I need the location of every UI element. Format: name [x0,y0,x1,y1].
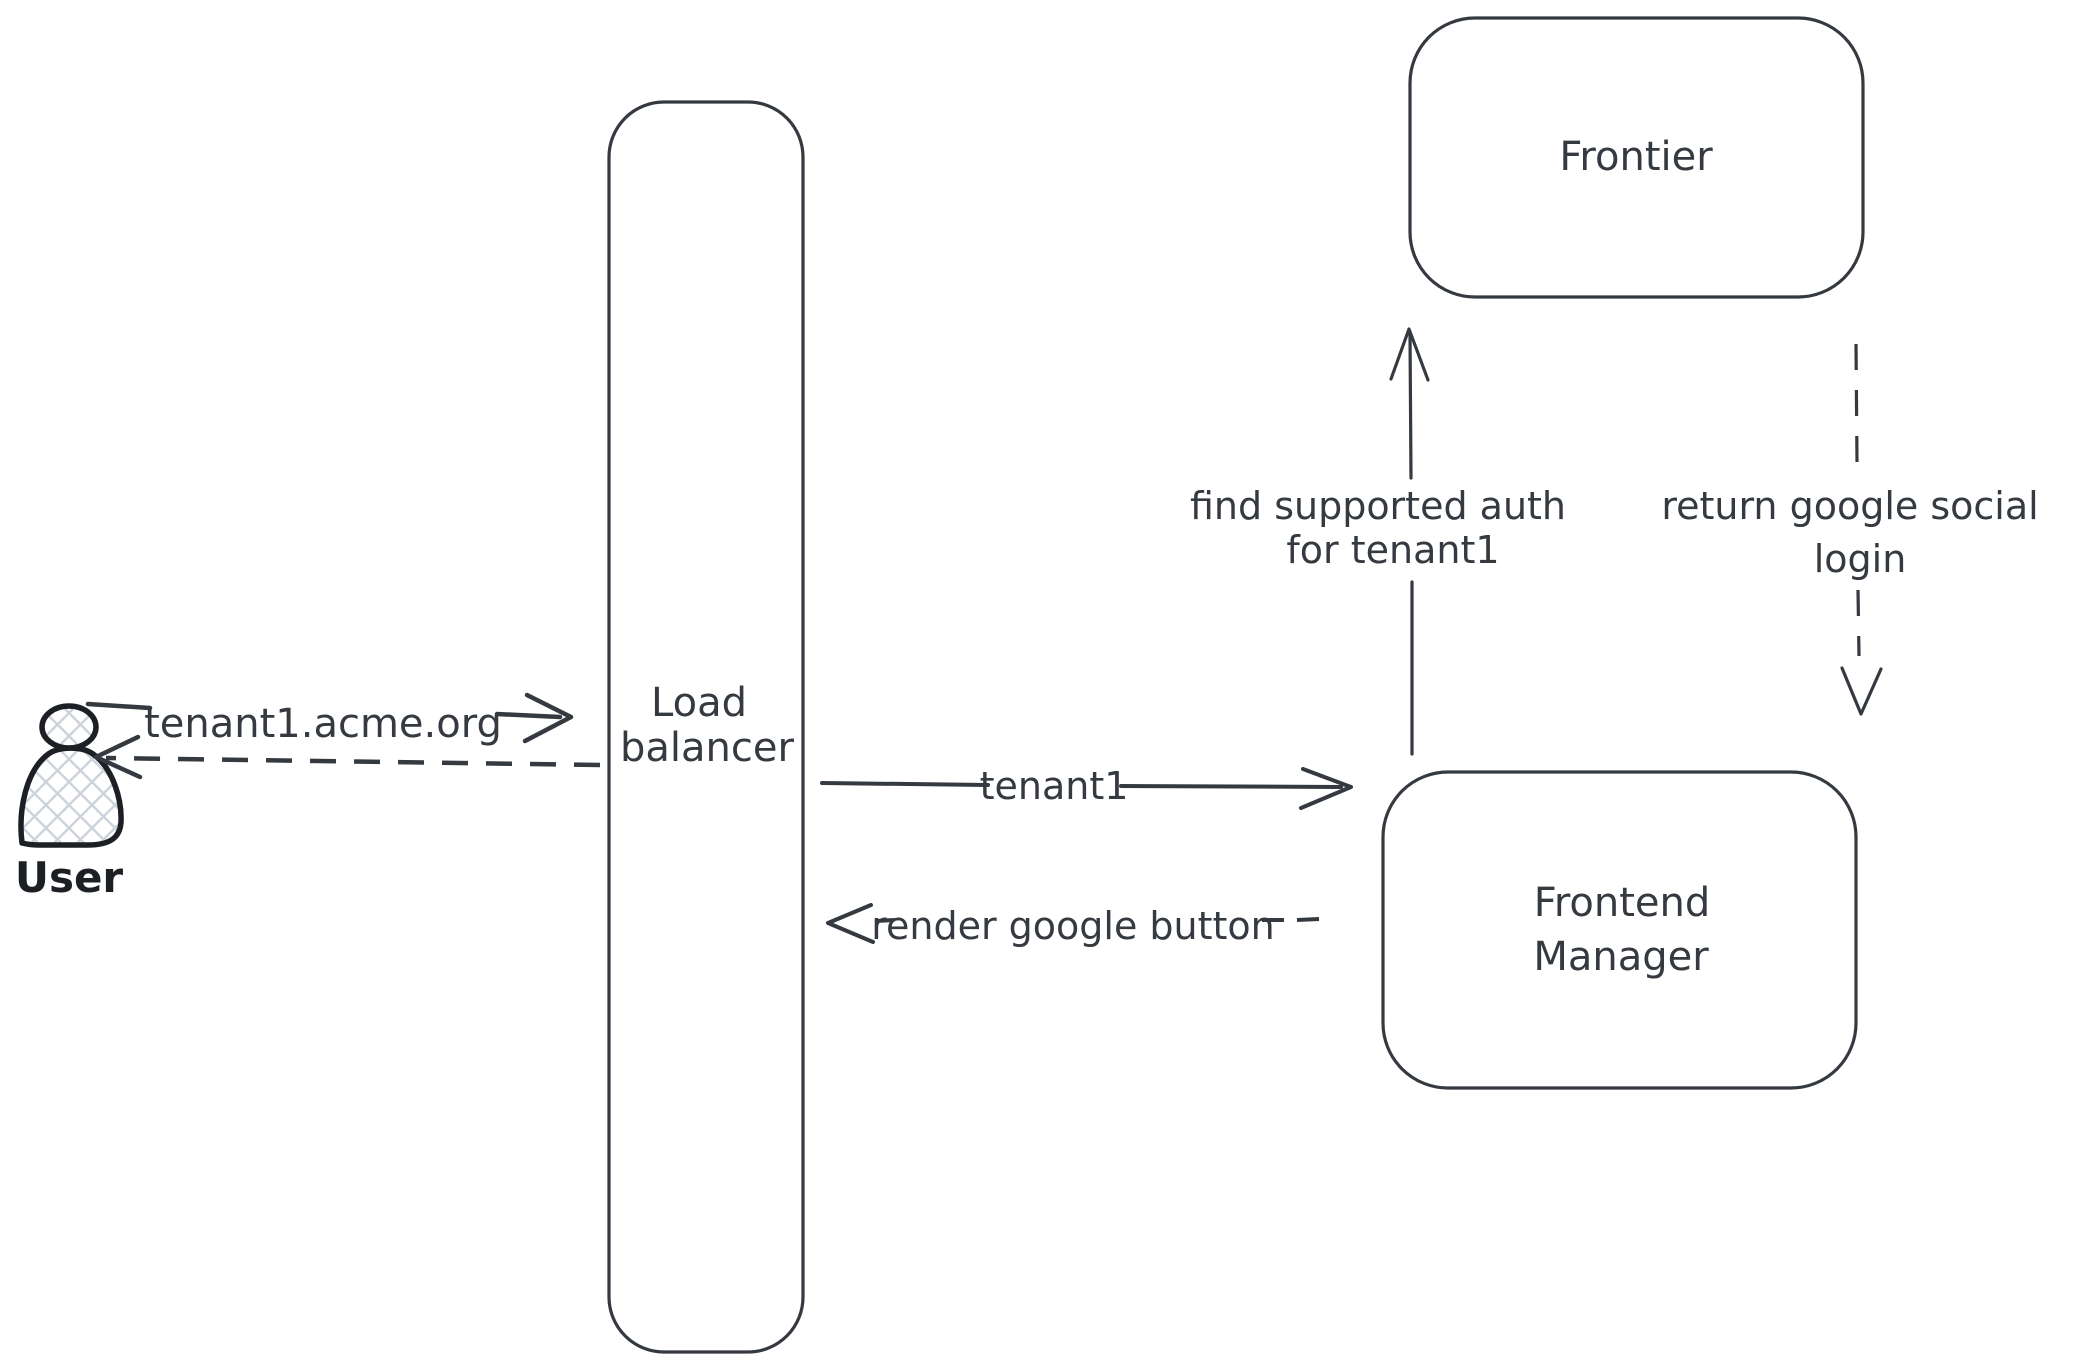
arrowhead-right-icon [522,692,574,744]
frontend-manager-box [1381,770,1858,1090]
user-label: User [15,853,124,902]
arrowhead-left-icon [93,734,143,780]
dashed-arrow-line [1854,343,1859,463]
arrow-line [494,711,563,720]
node-frontier: Frontier [1408,16,1865,299]
node-load-balancer: Load balancer [607,100,805,1354]
edge-frontier-to-frontend-manager: return google social login [1661,343,2039,716]
arrowhead-right-icon [1299,767,1353,810]
dashed-arrow-line [1856,589,1861,657]
user-actor: User [15,703,124,902]
dashed-arrow-line [1296,917,1320,922]
arrow-line [85,701,153,711]
edge-label-line1: return google social [1661,484,2038,528]
load-balancer-box [607,100,805,1354]
edge-label-line1: find supported auth [1190,484,1566,528]
edge-user-to-load-balancer: tenant1.acme.org [85,692,574,747]
frontier-box [1408,16,1865,299]
dashed-arrow-line [105,755,601,768]
load-balancer-label-line2: balancer [620,725,794,771]
frontier-label: Frontier [1559,134,1713,180]
edge-load-balancer-to-frontend-manager: tenant1 [820,764,1353,810]
dashed-arrow-line [875,918,895,923]
user-head-icon [39,703,99,751]
frontend-manager-label-line2: Manager [1533,934,1709,980]
arrowhead-left-icon [826,903,875,944]
node-frontend-manager: Frontend Manager [1381,770,1858,1090]
arrow-line [1119,784,1343,789]
edge-frontend-manager-to-frontier: find supported auth for tenant1 [1190,327,1566,756]
edge-label: tenant1 [980,764,1129,808]
load-balancer-label-line1: Load [651,680,747,726]
edge-label-line2: for tenant1 [1286,528,1499,572]
frontend-manager-label-line1: Frontend [1534,880,1711,926]
edge-label-line2: login [1814,537,1907,581]
arrowhead-down-icon [1840,666,1883,716]
edge-frontend-manager-to-load-balancer: render google button [826,903,1320,948]
user-body-icon [18,745,124,848]
edge-load-balancer-to-user [93,734,601,780]
arrowhead-up-icon [1389,327,1430,382]
edge-label: tenant1.acme.org [144,701,502,747]
edge-label: render google button [871,904,1275,948]
arrow-line [820,781,990,787]
arrow-line [1408,332,1413,480]
